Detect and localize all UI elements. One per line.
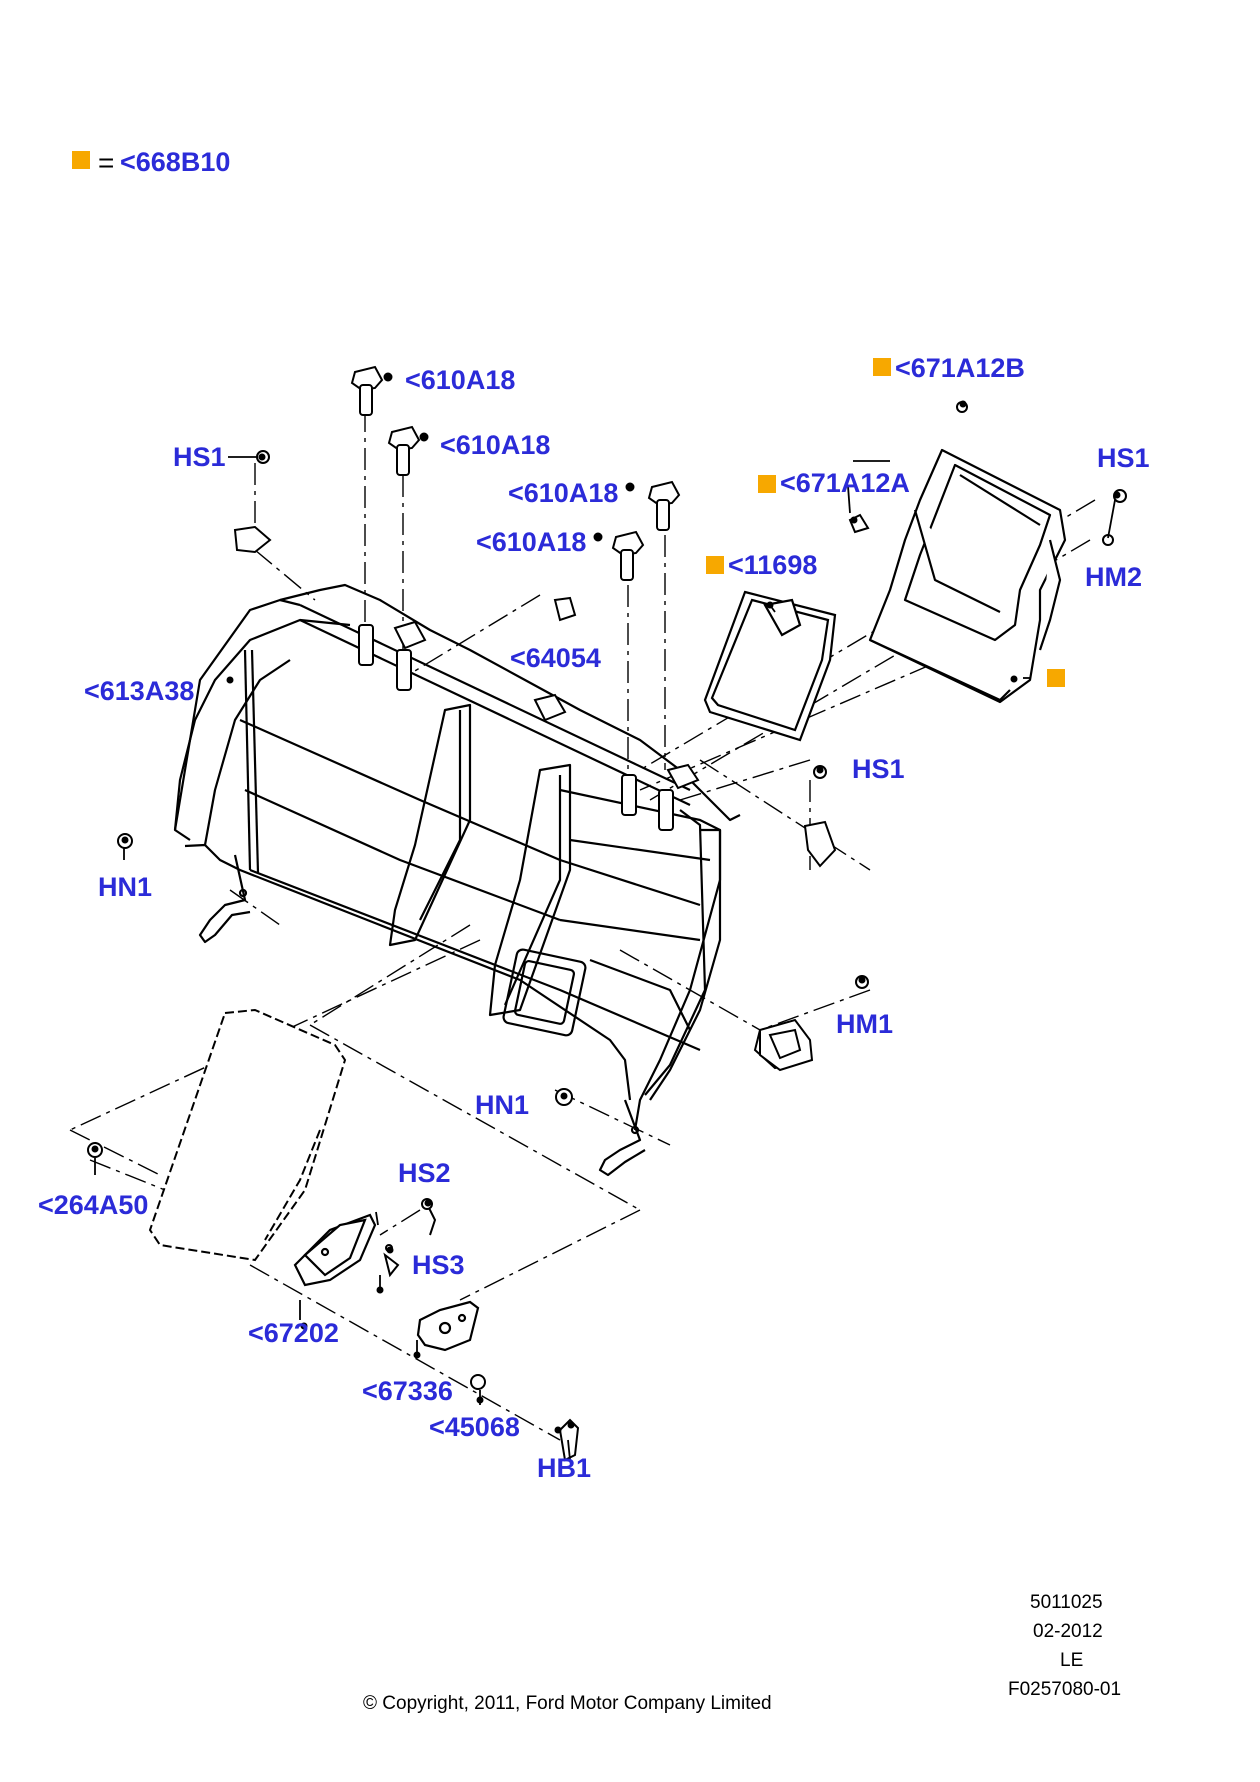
legend-code: <668B10 <box>120 147 231 177</box>
label-hn1-center: HN1 <box>475 1090 530 1120</box>
footer-code: 5011025 <box>1030 1592 1103 1613</box>
legend-equals: = <box>98 147 115 178</box>
label-45068: <45068 <box>429 1412 520 1442</box>
label-hs1-mid: HS1 <box>852 754 905 784</box>
label-11698: <11698 <box>728 550 818 580</box>
label-610a18-1: <610A18 <box>405 365 516 395</box>
legend-marker <box>72 151 90 169</box>
label-64054: <64054 <box>510 643 601 673</box>
label-671a12a: <671A12A <box>780 468 910 498</box>
label-67202: <67202 <box>248 1318 339 1348</box>
label-hm2: HM2 <box>1085 562 1143 592</box>
footer-variant: LE <box>1060 1650 1084 1671</box>
label-hn1-left: HN1 <box>98 872 153 902</box>
label-hs1-top: HS1 <box>173 442 226 472</box>
marker-671a12b <box>873 358 891 376</box>
label-264a50: <264A50 <box>38 1190 149 1220</box>
label-hs1-right: HS1 <box>1097 443 1150 473</box>
label-671a12b: <671A12B <box>895 353 1025 383</box>
footer-date: 02-2012 <box>1033 1621 1103 1642</box>
label-hb1: HB1 <box>537 1453 592 1483</box>
footer-figure-id: F0257080-01 <box>1008 1679 1122 1700</box>
label-hs2: HS2 <box>398 1158 451 1188</box>
label-613a38: <613A38 <box>84 676 195 706</box>
label-610a18-2: <610A18 <box>440 430 551 460</box>
label-610a18-3: <610A18 <box>508 478 619 508</box>
label-610a18-4: <610A18 <box>476 527 587 557</box>
label-hs3: HS3 <box>412 1250 465 1280</box>
marker-11698 <box>706 556 724 574</box>
label-hm1: HM1 <box>836 1009 894 1039</box>
marker-671a12a <box>758 475 776 493</box>
marker-cover-panel <box>1047 669 1065 687</box>
label-67336: <67336 <box>362 1376 453 1406</box>
footer-copyright: © Copyright, 2011, Ford Motor Company Li… <box>363 1693 772 1714</box>
